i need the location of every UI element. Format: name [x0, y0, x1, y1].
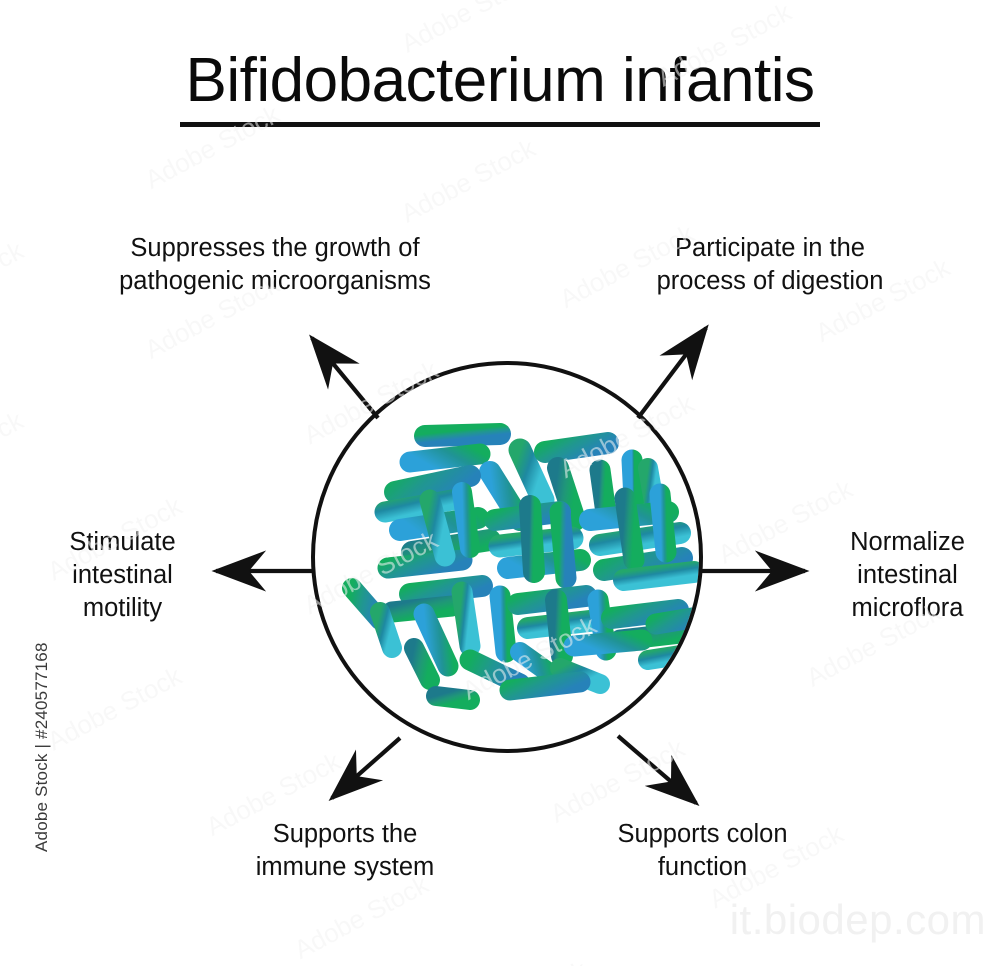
arrow-top-left [309, 334, 380, 420]
site-watermark: it.biodep.com [729, 896, 986, 943]
arrow-bottom-left [328, 736, 402, 802]
callout-arrows [211, 324, 810, 806]
stock-id-watermark: Adobe Stock | #240577168 [32, 642, 51, 852]
callout-label-immune-system: Supports the immune system [255, 820, 435, 882]
page-title: Bifidobacterium infantis [0, 48, 1000, 127]
bacteria-cluster [342, 423, 699, 710]
callout-label-participate-digestion: Participate in the process of digestion [656, 234, 884, 296]
arrow-bottom-right [616, 734, 700, 806]
page-title-text: Bifidobacterium infantis [179, 48, 821, 127]
cell-circle [311, 361, 703, 753]
arrow-top-right [636, 324, 709, 420]
callout-label-normalize-microflora: Normalize intestinal microflora [850, 528, 965, 623]
callout-label-suppresses-growth: Suppresses the growth of pathogenic micr… [119, 234, 431, 296]
callout-label-stimulate-motility: Stimulate intestinal motility [69, 528, 176, 623]
callout-label-colon-function: Supports colon function [617, 820, 788, 882]
